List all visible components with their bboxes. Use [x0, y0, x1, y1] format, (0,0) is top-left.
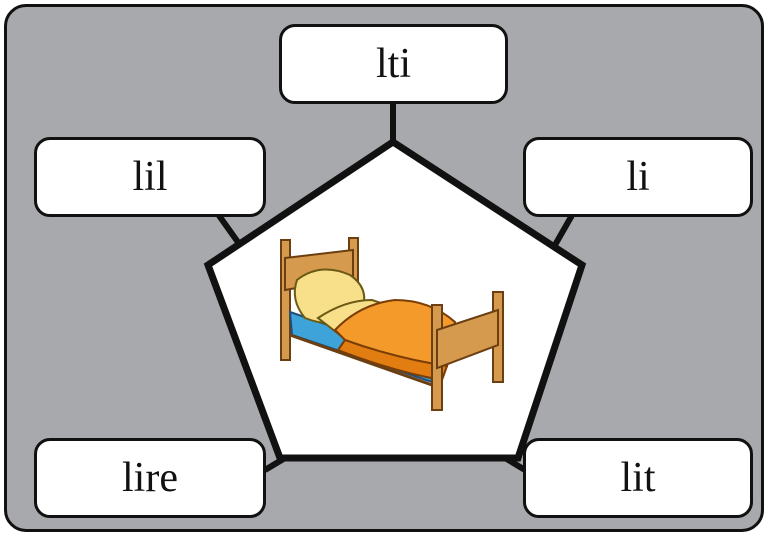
- word-box-upper-right[interactable]: li: [523, 137, 753, 217]
- word-upper-right: li: [626, 156, 649, 198]
- word-box-lower-left[interactable]: lire: [34, 438, 266, 518]
- word-box-top[interactable]: lti: [279, 24, 508, 104]
- word-box-lower-right[interactable]: lit: [523, 438, 753, 518]
- word-lower-left: lire: [122, 457, 178, 499]
- word-lower-right: lit: [620, 457, 655, 499]
- word-upper-left: lil: [132, 156, 167, 198]
- word-top: lti: [376, 43, 411, 85]
- word-box-upper-left[interactable]: lil: [34, 137, 266, 217]
